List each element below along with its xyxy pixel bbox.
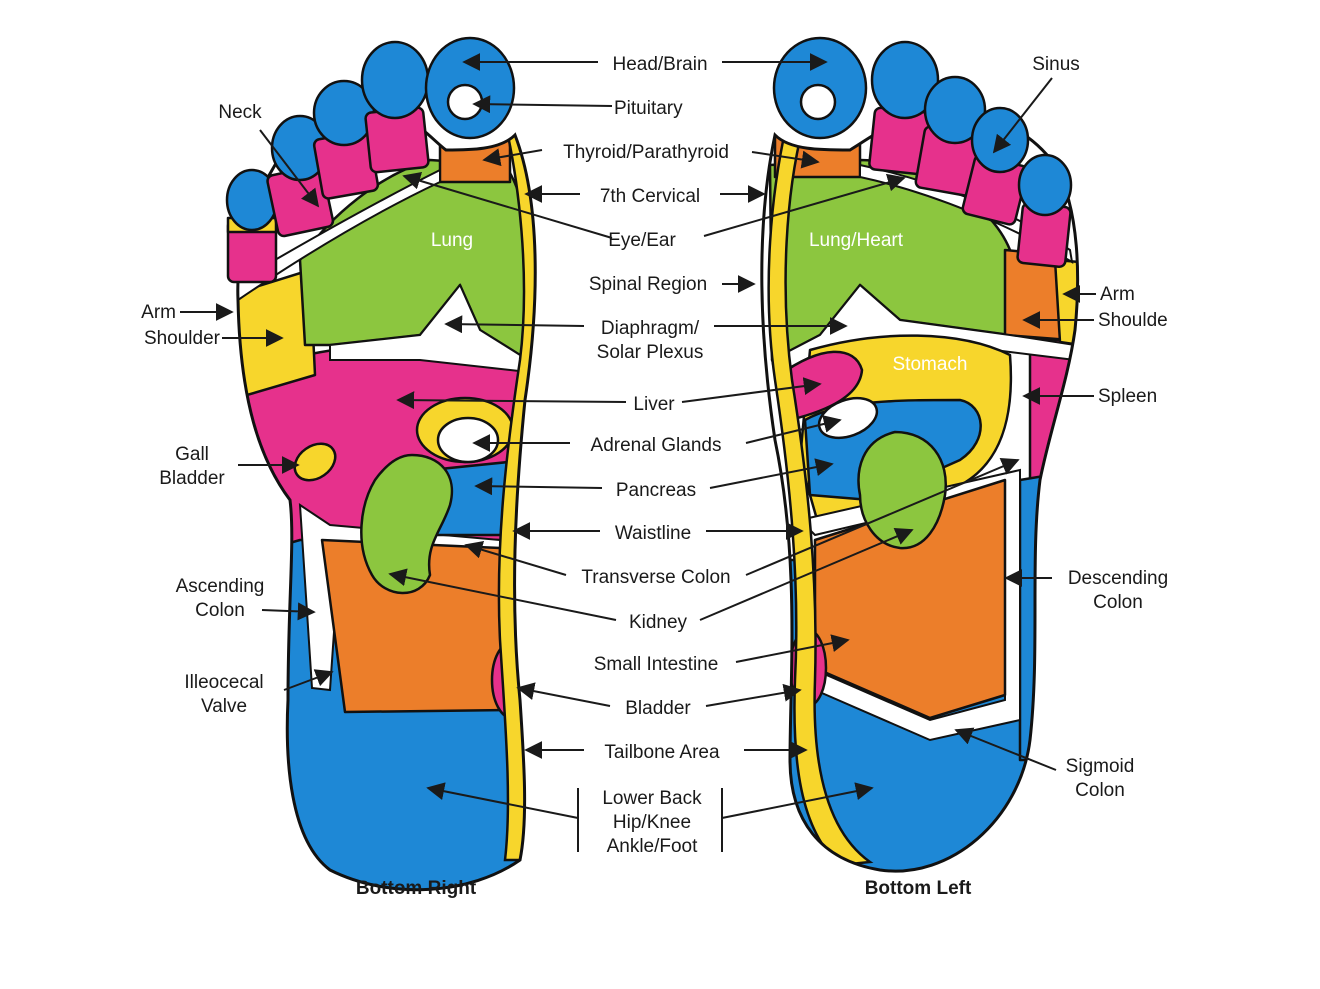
label-sigmoid-colon-line2: Colon xyxy=(1075,780,1125,801)
left-toe-5 xyxy=(1017,153,1073,217)
label-shoulder-right-foot: Shoulder xyxy=(144,328,221,349)
label-neck: Neck xyxy=(218,102,262,123)
label-lung-heart: Lung/Heart xyxy=(809,230,904,251)
left-spine-strip xyxy=(767,110,874,867)
label-shoulder-left-foot: Shoulde xyxy=(1098,310,1168,331)
right-foot xyxy=(225,36,537,892)
label-descending-colon-line1: Descending xyxy=(1068,568,1168,589)
label-ileocecal-line2: Valve xyxy=(201,696,247,717)
label-spleen: Spleen xyxy=(1098,386,1157,407)
right-kidney-zone xyxy=(360,453,454,595)
label-stomach: Stomach xyxy=(893,354,968,375)
label-sigmoid-colon-line1: Sigmoid xyxy=(1066,756,1135,777)
label-arm-left-foot: Arm xyxy=(1100,284,1135,305)
label-transverse-colon: Transverse Colon xyxy=(581,567,730,588)
right-side-labels: Sinus Arm Shoulde Spleen Descending Colo… xyxy=(1032,54,1168,801)
label-gall-bladder-line2: Bladder xyxy=(159,468,225,489)
label-lung: Lung xyxy=(431,230,473,251)
label-hip-knee: Hip/Knee xyxy=(613,812,691,833)
label-arm-right-foot: Arm xyxy=(141,302,176,323)
left-side-labels: Neck Arm Shoulder Gall Bladder Ascending… xyxy=(141,102,264,717)
label-bladder: Bladder xyxy=(625,698,691,719)
label-eye-ear: Eye/Ear xyxy=(608,230,676,251)
right-toe-band xyxy=(237,168,441,302)
left-pituitary-dot xyxy=(799,83,837,121)
center-labels: Head/Brain Pituitary Thyroid/Parathyroid… xyxy=(563,54,731,857)
label-liver: Liver xyxy=(633,394,675,415)
label-ileocecal-line1: Illeocecal xyxy=(184,672,263,693)
captions: Bottom Right Bottom Left xyxy=(356,878,972,899)
label-seventh-cervical: 7th Cervical xyxy=(600,186,700,207)
left-toe-3 xyxy=(923,75,987,145)
label-thyroid: Thyroid/Parathyroid xyxy=(563,142,729,163)
label-head-brain: Head/Brain xyxy=(612,54,707,75)
label-pituitary: Pituitary xyxy=(614,98,683,119)
left-kidney-zone xyxy=(857,430,947,550)
label-adrenal: Adrenal Glands xyxy=(591,435,722,456)
label-ankle-foot: Ankle/Foot xyxy=(607,836,699,857)
zone-labels: Lung Lung/Heart Stomach xyxy=(431,230,968,375)
caption-bottom-right: Bottom Right xyxy=(356,878,477,899)
label-ascending-colon-line2: Colon xyxy=(195,600,245,621)
label-ascending-colon-line1: Ascending xyxy=(176,576,265,597)
label-kidney: Kidney xyxy=(629,612,688,633)
caption-bottom-left: Bottom Left xyxy=(865,878,972,899)
label-diaphragm-line2: Solar Plexus xyxy=(597,342,704,363)
label-gall-bladder-line1: Gall xyxy=(175,444,209,465)
label-spinal-region: Spinal Region xyxy=(589,274,707,295)
label-diaphragm-line1: Diaphragm/ xyxy=(601,318,700,339)
label-small-intestine: Small Intestine xyxy=(594,654,719,675)
left-foot xyxy=(760,36,1080,873)
right-adrenal-gland xyxy=(436,416,500,464)
label-tailbone: Tailbone Area xyxy=(604,742,720,763)
label-waistline: Waistline xyxy=(615,523,691,544)
label-lower-back: Lower Back xyxy=(602,788,702,809)
leader-arrows xyxy=(180,53,1096,852)
left-toe-2 xyxy=(870,40,940,120)
left-toe-4 xyxy=(970,106,1030,174)
left-toes xyxy=(772,36,1073,269)
label-sinus: Sinus xyxy=(1032,54,1080,75)
left-descending-strip xyxy=(1018,468,1078,762)
label-pancreas: Pancreas xyxy=(616,480,696,501)
left-spleen-strip xyxy=(1028,338,1078,482)
label-descending-colon-line2: Colon xyxy=(1093,592,1143,613)
right-pituitary-dot xyxy=(446,83,484,121)
right-gall-bladder-zone xyxy=(293,442,337,482)
right-toe-2 xyxy=(360,40,430,120)
